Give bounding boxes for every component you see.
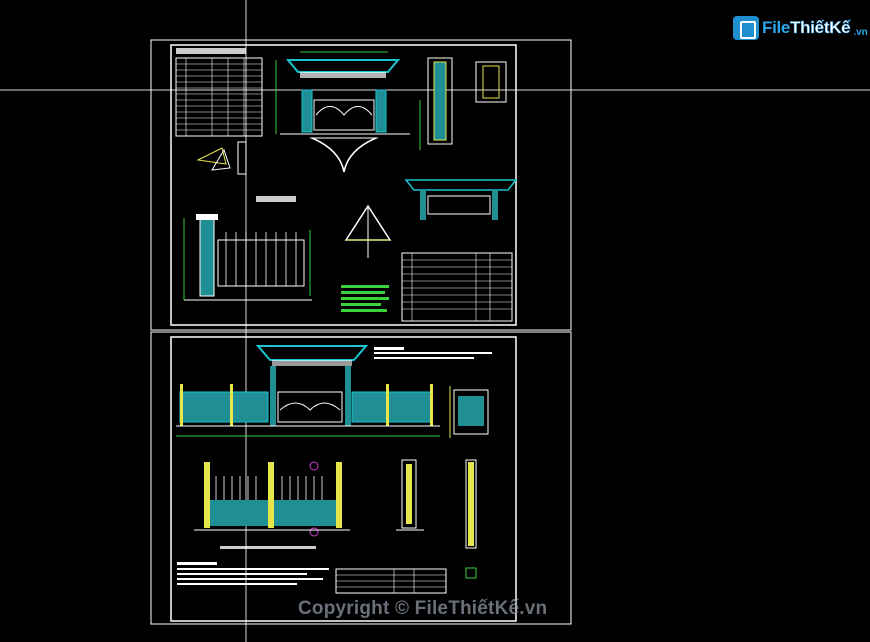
filethietke-logo: FileThiếtKế .vn (733, 14, 868, 42)
column-section-detail (419, 57, 507, 150)
fence-section-right (449, 386, 489, 438)
file-logo-icon (733, 16, 759, 40)
post-section-details (396, 459, 477, 579)
side-gate-elevation (404, 179, 518, 220)
small-detail-a (196, 141, 296, 202)
fence-detail-lower (194, 461, 350, 549)
statistics-table-1 (175, 48, 263, 137)
sheet2-notes (374, 347, 492, 359)
sheet-2[interactable] (150, 331, 572, 625)
sheet2-table (335, 568, 447, 594)
logo-name-text: ThiếtKế (790, 18, 851, 38)
fence-panel-detail (183, 214, 312, 301)
roof-truss-detail (344, 204, 392, 258)
logo-domain-text: .vn (853, 26, 868, 38)
sheet-1[interactable] (150, 39, 572, 331)
copyright-watermark: Copyright © FileThiếtKế.vn (298, 598, 548, 619)
gate-elevation-detail (275, 51, 410, 135)
notes-block (341, 285, 389, 312)
arch-plan-detail (310, 137, 378, 173)
logo-file-text: File (762, 18, 791, 37)
sheet2-general-notes (177, 562, 329, 585)
statistics-table-2 (401, 252, 513, 322)
main-fence-elevation (176, 345, 440, 437)
